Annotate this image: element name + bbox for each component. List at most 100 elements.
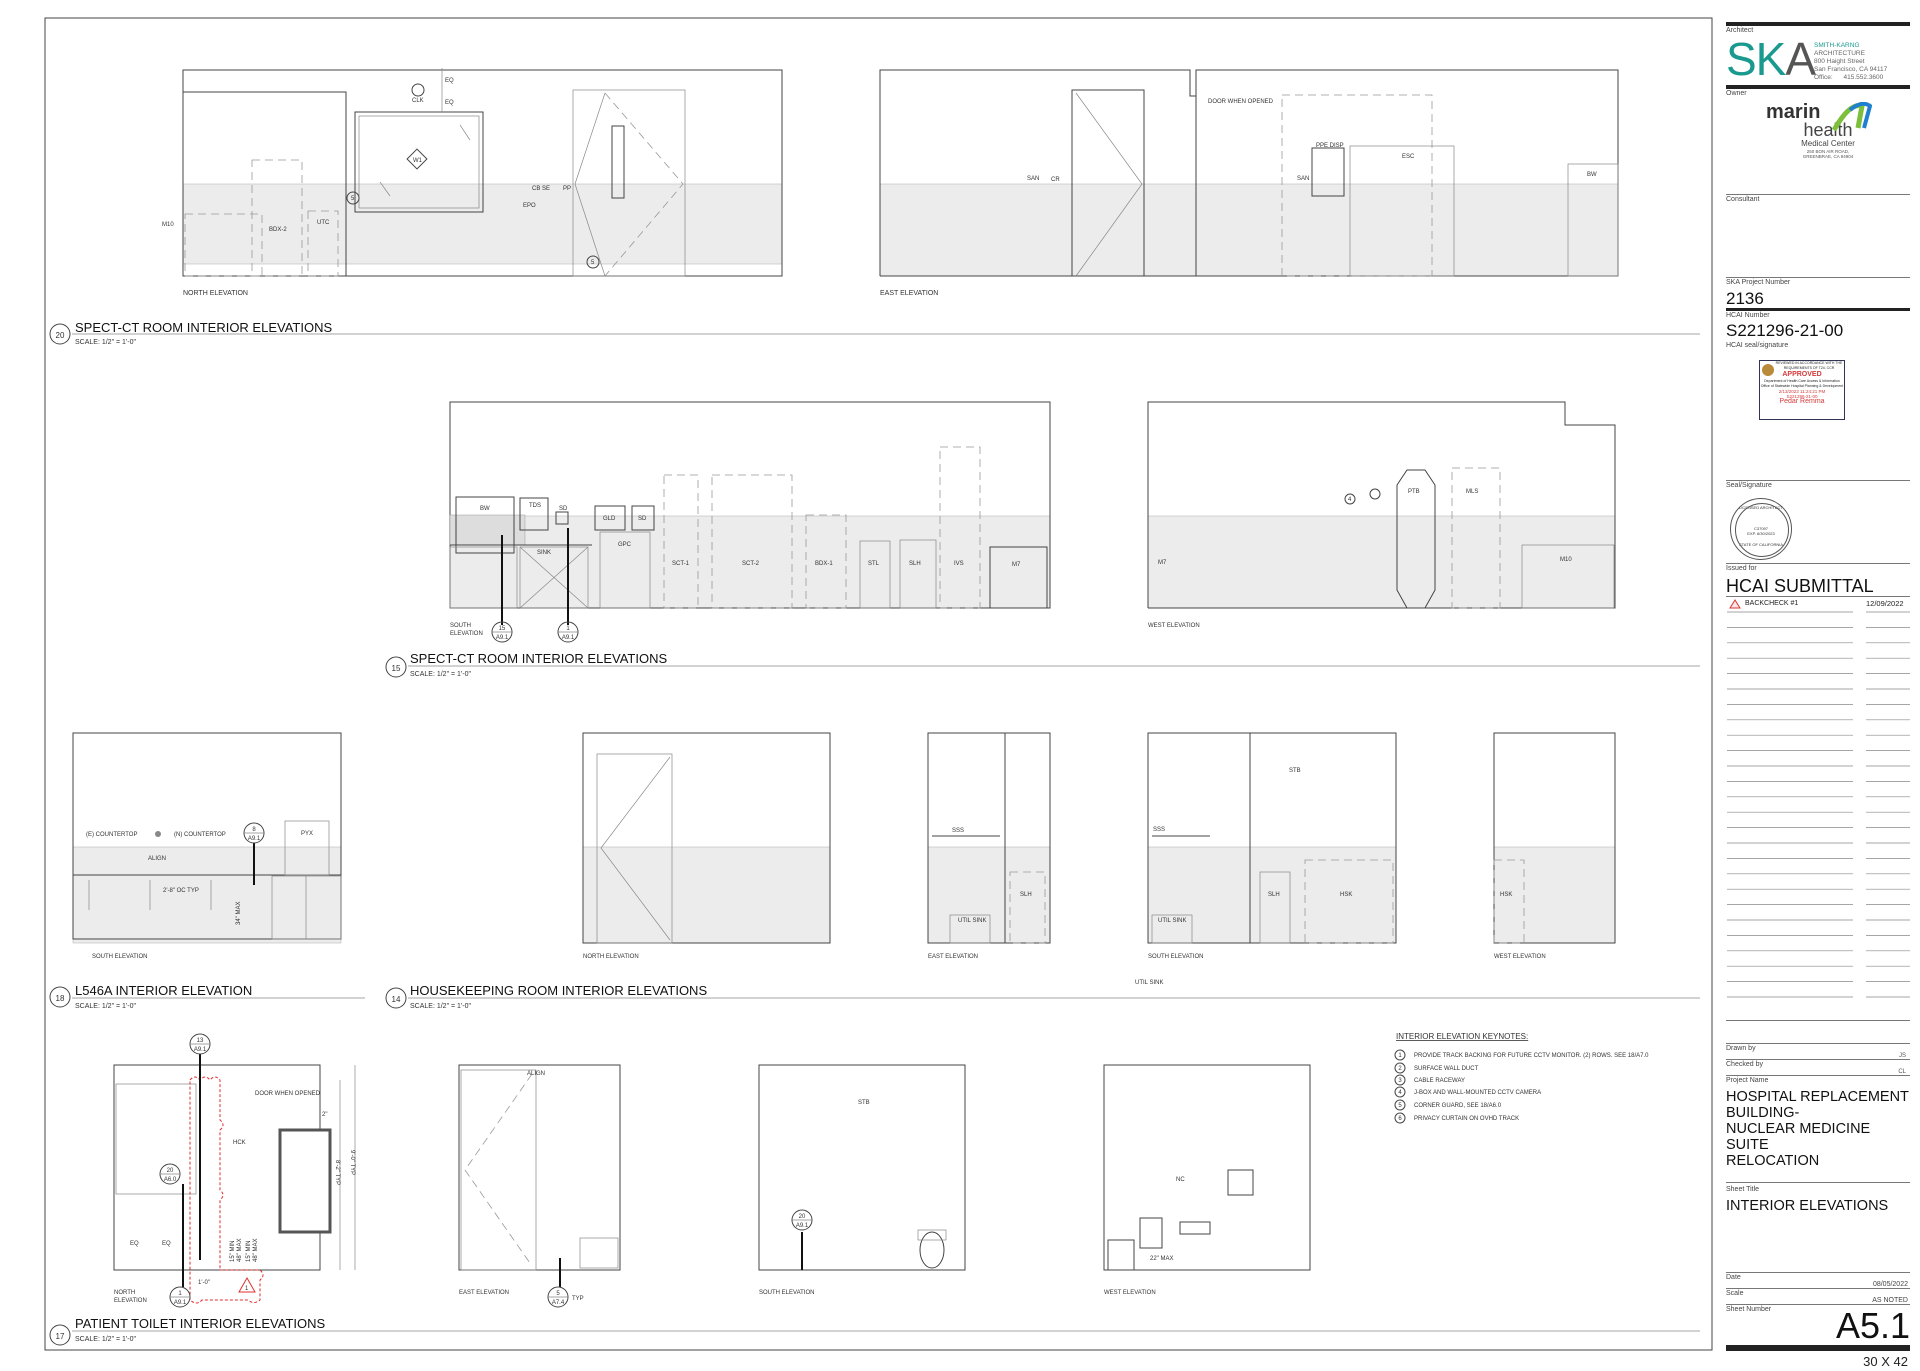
detail-ref-sheet: A9.1 [796,1223,809,1229]
dim-eq: EQ [130,1241,139,1247]
project-name-line: BUILDING- [1726,1105,1800,1121]
divider [1726,1043,1910,1044]
tag-ivs: IVS [954,561,964,567]
checked-by-label: Checked by [1726,1061,1763,1068]
detail-ref-sheet: A9.1 [174,1300,187,1306]
dim-eq: EQ [445,100,454,106]
title-block: Architect SKA SMITH-KARNG ARCHITECTURE 8… [1726,0,1910,1371]
stamp-signer: Pedar Remma [1779,398,1825,405]
architect-label: Architect [1726,27,1754,34]
dim-8-2: 8'-2" TYP [334,1160,340,1185]
tag-bdx-1: BDX-1 [815,561,833,567]
tag-sct-1: SCT-1 [672,561,690,567]
keynote-ref: 5 [351,196,355,202]
divider [1726,1075,1910,1076]
detail-ref-sheet: A9.1 [496,635,509,641]
view-scale: SCALE: 1/2" = 1'-0" [75,1003,136,1010]
elevation-label: ELEVATION [450,631,483,637]
keynote-text: PRIVACY CURTAIN ON OVHD TRACK [1414,1116,1519,1122]
keynote-item: 2 SURFACE WALL DUCT [1394,1062,1479,1074]
keynote-text: PROVIDE TRACK BACKING FOR FUTURE CCTV MO… [1414,1053,1649,1059]
tag-gpc: GPC [618,542,632,548]
owner-address: 250 BON AIR ROAD, [1806,149,1850,154]
revision-row: BACKCHECK #1 [1745,600,1799,607]
tag-bw: BW [480,506,490,512]
tag-m10: M10 [1560,557,1572,563]
tag-m7: M7 [1012,562,1021,568]
divider [1726,85,1910,89]
note-n-countertop: (N) COUNTERTOP [174,832,226,838]
detail-ref-number: 20 [799,1214,806,1220]
divider [1726,277,1910,278]
elevation-label: SOUTH ELEVATION [92,954,147,960]
issued-for: HCAI SUBMITTAL [1726,576,1874,596]
stamp-office: Office of Statewide Hospital Planning & … [1760,384,1844,388]
keynote-text: J-BOX AND WALL-MOUNTED CCTV CAMERA [1414,1090,1541,1096]
tag-stb: STB [1289,768,1301,774]
date: 08/05/2022 [1872,1281,1908,1288]
view-title: PATIENT TOILET INTERIOR ELEVATIONS [75,1316,326,1331]
tag-stb: STB [858,1100,870,1106]
detail-ref-15-a9.1[interactable]: 15 A9.1 [491,621,513,643]
drawn-by: JS [1898,1053,1906,1059]
tag-util-sink: UTIL SINK [958,918,986,924]
project-name-line: RELOCATION [1726,1153,1820,1169]
detail-ref-sheet: A9.1 [194,1047,207,1053]
detail-ref-number: 1 [178,1291,182,1297]
divider [1726,1304,1910,1305]
tag-pyx: PYX [301,831,313,837]
elevation-label: SOUTH ELEVATION [1148,954,1203,960]
tag-san: SAN [1027,176,1039,182]
dim-min: 15" MIN [246,1241,252,1262]
keynote-item: 6 PRIVACY CURTAIN ON OVHD TRACK [1394,1112,1519,1124]
divider [1726,563,1910,564]
stamp-header: REVIEWED IN ACCORDANCE WITH THE REQUIREM… [1775,361,1843,370]
view-number: 20 [56,331,65,340]
view-18-south-elevation: 8 A9.1 (E) COUNTERTOP (N) COUNTERTOP ALI… [72,732,342,960]
view-number: 15 [392,664,401,673]
detail-ref-8-a9.1[interactable]: 8 A9.1 [243,822,265,844]
tag-m10: M10 [162,222,174,228]
architect-seal: LICENSED ARCHITECT C37097 EXP. 6/30/2023… [1730,498,1792,560]
tag-ppe-disp: PPE DISP [1316,143,1344,149]
view-14-elevations: SSS SLH UTIL SINK STB SSS UTIL SINK SLH … [582,732,1616,986]
keynote-ref: 4 [1348,497,1352,503]
tag-nc: NC [1176,1177,1185,1183]
owner-logo-text: Medical Center [1801,139,1855,148]
detail-ref-5-a7.4[interactable]: 5A7.4 [547,1286,569,1308]
tag-slh: SLH [1020,892,1032,898]
tag-m7: M7 [1158,560,1167,566]
elevation-label: EAST ELEVATION [928,954,978,960]
keynote-text: SURFACE WALL DUCT [1414,1066,1479,1072]
view-title: L546A INTERIOR ELEVATION [75,983,252,998]
tag-pp: PP [563,186,571,192]
dim-22-max: 22" MAX [1150,1256,1173,1262]
revision-table-lines [1727,611,1910,998]
scale-label: Scale [1726,1290,1744,1297]
tag-hsk: HSK [1500,892,1512,898]
detail-ref-sheet: A9.1 [248,836,261,842]
tag-bdx-2: BDX-2 [269,227,287,233]
keynote-number: 2 [1398,1066,1402,1072]
detail-ref-number: 20 [167,1168,174,1174]
keynote-number: 6 [1398,1116,1402,1122]
detail-ref-1-a9.1[interactable]: 1A9.1 [169,1286,191,1308]
project-name-line: HOSPITAL REPLACEMENT [1726,1089,1909,1105]
dim-min: 15" MIN [230,1241,236,1262]
detail-ref-1-a9.1[interactable]: 1 A9.1 [557,621,579,643]
sheet-number-label: Sheet Number [1726,1306,1772,1313]
note-e-countertop: (E) COUNTERTOP [86,832,137,838]
tag-bw: BW [1587,172,1597,178]
project-number-label: SKA Project Number [1726,279,1791,286]
elevation-label: SOUTH [450,623,471,629]
sheet-size: 30 X 42 [1863,1354,1908,1369]
divider [1726,1288,1910,1289]
elevation-label: WEST ELEVATION [1148,623,1200,629]
tag-hsk: HSK [1340,892,1352,898]
note-door-when-opened: DOOR WHEN OPENED [255,1091,321,1097]
